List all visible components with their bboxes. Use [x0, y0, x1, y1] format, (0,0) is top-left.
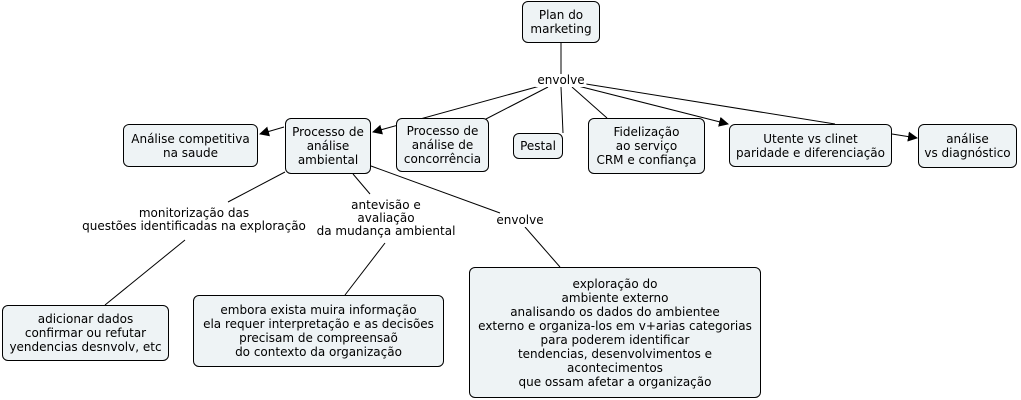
- connector-envolve-utente-2: [585, 83, 836, 125]
- link-label-envolve-top: envolve: [535, 73, 587, 87]
- link-label-monitorizacao: monitorização das questões identificadas…: [80, 206, 308, 233]
- node-utente-vs-clinet[interactable]: Utente vs clinet paridade e diferenciaçã…: [729, 124, 892, 167]
- connector-envolve-exploracao: [524, 226, 561, 268]
- connector-ambiental-monitorizacao: [227, 171, 286, 203]
- connector-envolve-pestal: [560, 86, 564, 134]
- node-embora-exista[interactable]: embora exista muira informação ela reque…: [193, 295, 444, 367]
- node-pestal[interactable]: Pestal: [513, 133, 563, 159]
- connector-ambiental-antevisao: [352, 173, 371, 195]
- link-label-envolve-mid: envolve: [494, 213, 546, 227]
- node-analise-competitiva[interactable]: Análise competitiva na saude: [123, 124, 258, 167]
- node-plan-do-marketing[interactable]: Plan do marketing: [522, 1, 600, 43]
- connector-antevisao-embora: [344, 242, 386, 296]
- connector-envolve-fidelizacao: [571, 86, 608, 119]
- node-exploracao-ambiente[interactable]: exploração do ambiente externo analisand…: [469, 267, 761, 398]
- connector-ambiental-competitiva: [259, 126, 285, 137]
- connector-envolve-utente-1: [577, 85, 729, 127]
- node-processo-analise-ambiental[interactable]: Processo de análise ambiental: [285, 118, 371, 174]
- connector-ambiental-envolve: [370, 165, 501, 214]
- link-label-antevisao: antevisão e avaliação da mudança ambient…: [314, 198, 458, 238]
- connector-utente-diagnostico: [891, 131, 918, 142]
- connector-monitorizacao-adicionar: [104, 239, 186, 306]
- node-analise-vs-diagnostico[interactable]: análise vs diagnóstico: [918, 124, 1017, 168]
- node-processo-analise-concorrencia[interactable]: Processo de análise de concorrência: [396, 118, 489, 172]
- connector-envolve-concorrencia: [483, 86, 549, 121]
- node-adicionar-dados[interactable]: adicionar dados confirmar ou refutar yen…: [2, 305, 169, 361]
- node-fidelizacao[interactable]: Fidelização ao serviço CRM e confiança: [588, 118, 705, 174]
